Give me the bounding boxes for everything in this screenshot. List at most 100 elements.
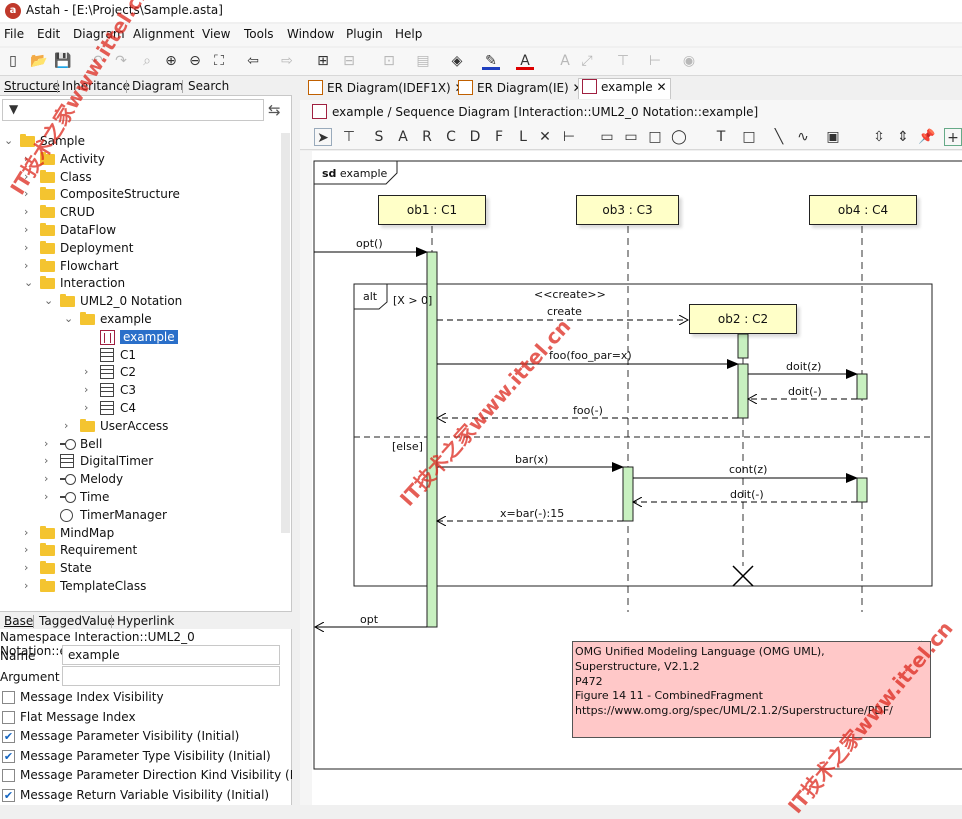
fill-color-icon[interactable]: ◈	[451, 53, 463, 69]
sync-message-tool-icon[interactable]: S	[374, 129, 384, 145]
expand-chevron-icon[interactable]: ›	[24, 259, 29, 272]
expand-chevron-icon[interactable]: ›	[24, 223, 29, 236]
tree-item[interactable]: ›CRUD	[0, 204, 280, 222]
checkbox[interactable]	[2, 691, 15, 704]
expand-chevron-icon[interactable]: ›	[24, 526, 29, 539]
tree-item[interactable]: ›TemplateClass	[0, 578, 280, 596]
collapse-chevron-icon[interactable]: ⌄	[44, 294, 54, 307]
tree-scrollbar[interactable]	[281, 133, 290, 533]
redo-icon[interactable]: ↷	[115, 53, 127, 69]
argument-field[interactable]	[62, 666, 280, 686]
tree-item[interactable]: ›Class	[0, 169, 280, 187]
return-message-tool-icon[interactable]: R	[422, 129, 432, 145]
expand-chevron-icon[interactable]: ›	[44, 437, 49, 450]
tree-item[interactable]: ›Time	[0, 489, 280, 507]
tab-inheritance[interactable]: Inheritance	[62, 79, 131, 93]
save-icon[interactable]: 💾	[54, 53, 72, 69]
back-arrow-icon[interactable]: ⇦	[247, 53, 259, 69]
checkbox[interactable]: ✔	[2, 730, 15, 744]
tree-layout-icon[interactable]: ⊤	[616, 53, 630, 69]
expand-chevron-icon[interactable]: ›	[24, 561, 29, 574]
tree-item[interactable]: ›C3	[0, 382, 280, 400]
canvas-scrollbar[interactable]	[300, 151, 312, 805]
tree-item[interactable]: ›DataFlow	[0, 222, 280, 240]
hierarchy-icon[interactable]: ⊢	[648, 53, 662, 69]
gate-tool-icon[interactable]: □	[648, 129, 662, 145]
activation-ob1[interactable]	[426, 251, 438, 628]
expand-chevron-icon[interactable]: ›	[24, 152, 29, 165]
destroy-message-tool-icon[interactable]: D	[469, 129, 481, 145]
lifeline-head-ob1[interactable]: ob1 : C1	[378, 195, 486, 225]
tree-item[interactable]: example	[0, 329, 280, 347]
fit-window-icon[interactable]: ⛶	[214, 53, 224, 69]
tree-item[interactable]: ⌄Sample	[0, 133, 280, 151]
tree-item[interactable]: ›MindMap	[0, 525, 280, 543]
activation-ob3[interactable]	[622, 466, 634, 522]
globe-icon[interactable]: ◉	[682, 53, 696, 69]
zoom-in-icon[interactable]: ⊕	[165, 53, 177, 69]
checkbox[interactable]: ✔	[2, 749, 15, 763]
create-message-tool-icon[interactable]: C	[446, 129, 456, 145]
text-tool-icon[interactable]: T	[716, 129, 726, 145]
align-vertical-icon[interactable]: ⇳	[873, 129, 885, 145]
activation-ob2[interactable]	[737, 363, 749, 419]
tree-item[interactable]: ›Melody	[0, 471, 280, 489]
tree-item[interactable]: ›Activity	[0, 151, 280, 169]
async-message-tool-icon[interactable]: A	[398, 129, 408, 145]
panel-splitter[interactable]	[292, 77, 300, 805]
activation-ob2-create[interactable]	[737, 333, 749, 359]
note-shape-tool-icon[interactable]: ◯	[671, 129, 687, 145]
forward-arrow-icon[interactable]: ⇨	[281, 53, 293, 69]
menu-plugin[interactable]: Plugin	[346, 27, 383, 41]
tree-item[interactable]: ›C2	[0, 364, 280, 382]
activation-ob4-2[interactable]	[856, 477, 868, 503]
expand-chevron-icon[interactable]: ›	[84, 401, 89, 414]
state-invariant-tool-icon[interactable]: ▭	[624, 129, 638, 145]
expand-chevron-icon[interactable]: ›	[24, 579, 29, 592]
tree-item[interactable]: ›Bell	[0, 436, 280, 454]
tab-hyperlink[interactable]: Hyperlink	[117, 614, 175, 628]
interaction-use-tool-icon[interactable]: ⊢	[562, 129, 576, 145]
open-folder-icon[interactable]: 📂	[30, 53, 48, 69]
fragment-tool-icon[interactable]: ▭	[600, 129, 614, 145]
curve-tool-icon[interactable]: ∿	[797, 129, 809, 145]
align-icon[interactable]: ⊟	[343, 53, 355, 69]
menu-view[interactable]: View	[202, 27, 231, 41]
checkbox[interactable]: ✔	[2, 789, 15, 802]
tab-er-ie[interactable]: ER Diagram(IE) ✕	[458, 80, 583, 95]
align-horizontal-icon[interactable]: ⇕	[897, 129, 909, 145]
pin-icon[interactable]: 📌	[918, 129, 936, 145]
layer-icon[interactable]: ▤	[416, 53, 430, 69]
alt-fragment[interactable]	[353, 283, 933, 587]
tree-item[interactable]: ›Flowchart	[0, 258, 280, 276]
sync-icon[interactable]: ⇆	[268, 101, 281, 119]
expand-chevron-icon[interactable]: ›	[24, 543, 29, 556]
undo-icon[interactable]: ↶	[91, 53, 103, 69]
menu-diagram[interactable]: Diagram	[73, 27, 125, 41]
close-icon[interactable]: ✕	[573, 81, 583, 95]
expand-chevron-icon[interactable]: ›	[24, 205, 29, 218]
tab-example[interactable]: example ✕	[578, 78, 671, 99]
tree-item[interactable]: ⌄UML2_0 Notation	[0, 293, 280, 311]
font-color-icon[interactable]: A	[516, 52, 534, 70]
expand-chevron-icon[interactable]: ›	[84, 383, 89, 396]
menu-file[interactable]: File	[4, 27, 25, 41]
line-tool-icon[interactable]: ╲	[774, 129, 784, 145]
collapse-chevron-icon[interactable]: ⌄	[4, 134, 14, 147]
expand-chevron-icon[interactable]: ›	[44, 454, 49, 467]
lifeline-head-ob2[interactable]: ob2 : C2	[689, 304, 797, 334]
lifeline-tool-icon[interactable]: ⊤	[342, 129, 356, 145]
zoom-fit-icon[interactable]: ⌕	[143, 53, 151, 69]
align-grid-icon[interactable]: ⊞	[317, 53, 329, 69]
tree-item[interactable]: ›CompositeStructure	[0, 186, 280, 204]
menu-window[interactable]: Window	[287, 27, 335, 41]
collapse-chevron-icon[interactable]: ⌄	[64, 312, 74, 325]
collapse-chevron-icon[interactable]: ⌄	[24, 276, 34, 289]
activation-ob4[interactable]	[856, 373, 868, 400]
expand-chevron-icon[interactable]: ›	[44, 490, 49, 503]
tree-item[interactable]: ⌄Interaction	[0, 275, 280, 293]
lifeline-head-ob4[interactable]: ob4 : C4	[809, 195, 917, 225]
checkbox[interactable]	[2, 769, 15, 783]
tree-filter-input[interactable]: ▼	[2, 99, 264, 121]
tree-item[interactable]: ›Requirement	[0, 542, 280, 560]
